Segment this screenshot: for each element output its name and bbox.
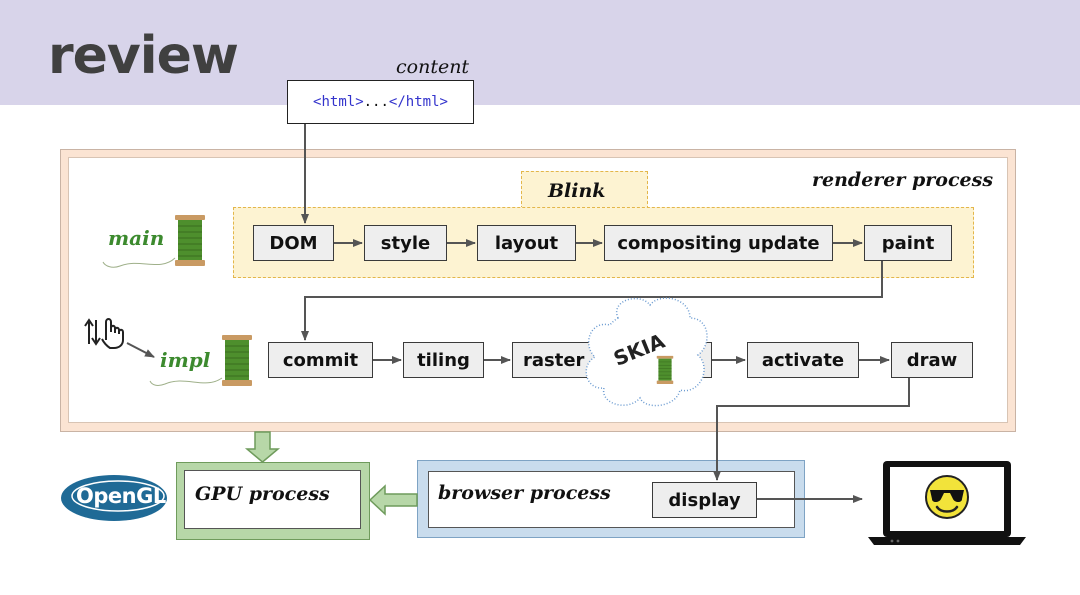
content-label: content — [396, 56, 470, 78]
blink-tab — [521, 171, 648, 209]
stage-activate: activate — [747, 342, 859, 378]
stage-dom: DOM — [253, 225, 334, 261]
html-snippet: <html>...</html> — [287, 80, 474, 124]
arrow-browser-to-gpu — [368, 484, 418, 516]
html-ellipsis: ... — [363, 94, 389, 110]
impl-thread-label: impl — [160, 348, 211, 372]
stage-tiling: tiling — [403, 342, 484, 378]
arrow-input-to-impl — [126, 342, 155, 358]
skia-cloud-icon: SKIA — [585, 297, 708, 407]
stage-paint: paint — [864, 225, 952, 261]
slide-title: review — [48, 26, 239, 86]
gpu-process-label: GPU process — [195, 483, 330, 505]
html-close-tag: </html> — [388, 94, 448, 110]
browser-process-label: browser process — [438, 482, 611, 504]
arrow-draw-to-display — [713, 378, 910, 481]
stage-draw: draw — [891, 342, 973, 378]
blink-label: Blink — [548, 180, 606, 202]
main-thread-label: main — [108, 226, 165, 250]
skia-spool-icon — [656, 355, 674, 385]
html-open-tag: <html> — [313, 94, 364, 110]
opengl-label: OpenGL — [76, 484, 166, 508]
stage-compositing-update: compositing update — [604, 225, 833, 261]
gpu-process-inner — [184, 470, 361, 529]
opengl-logo-icon — [61, 475, 167, 521]
spool-thread-main — [102, 257, 176, 268]
arrow-paint-to-commit — [301, 261, 883, 341]
renderer-process-label: renderer process — [812, 169, 994, 191]
spool-thread-impl — [149, 377, 223, 386]
arrow-renderer-to-gpu — [244, 431, 281, 463]
stage-display: display — [652, 482, 757, 518]
stage-layout: layout — [477, 225, 576, 261]
stage-commit: commit — [268, 342, 373, 378]
header-band — [0, 0, 1080, 105]
stage-style: style — [364, 225, 447, 261]
hand-swipe-icon — [84, 318, 124, 349]
spool-icon-impl — [221, 334, 253, 387]
spool-icon-main — [174, 214, 206, 267]
sunglasses-smiley-icon — [925, 475, 969, 519]
